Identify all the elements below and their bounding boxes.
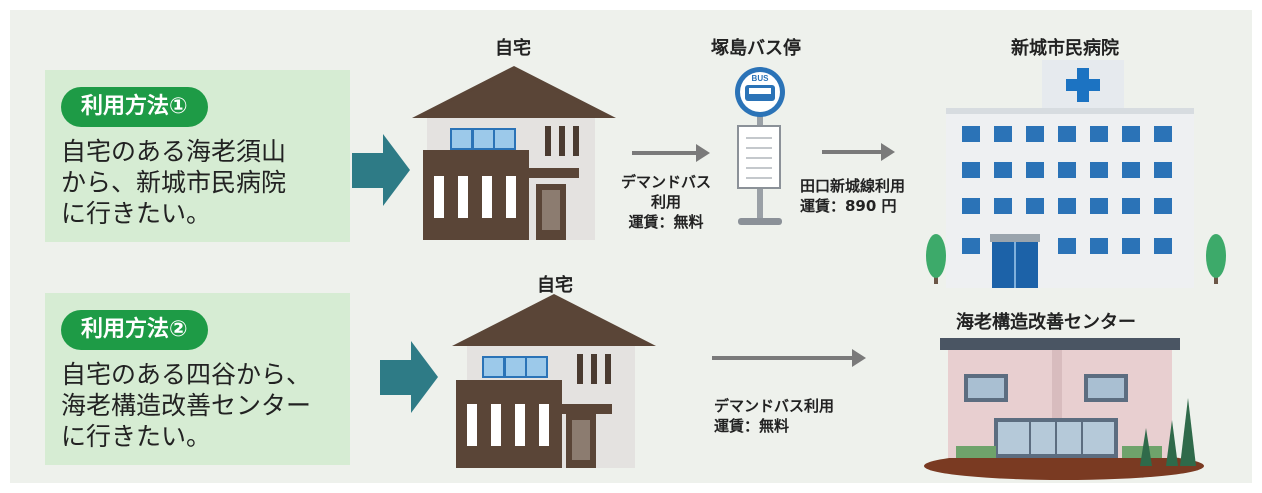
house-icon (452, 294, 656, 468)
home-label-2: 自宅 (537, 275, 573, 296)
community-center-icon (924, 338, 1204, 480)
arrow-right-icon (380, 341, 438, 413)
hospital-icon (946, 60, 1194, 288)
leg-3-line-2: 運賃：無料 (714, 417, 790, 435)
leg-3-line-1: デマンドバス利用 (714, 397, 835, 415)
home-label-1: 自宅 (495, 38, 531, 59)
tree-icon (926, 234, 946, 284)
leg-1-line-1: デマンドバス (620, 173, 711, 191)
bus-stop-icon: BUS (735, 67, 785, 225)
tree-icon (1206, 234, 1226, 284)
leg-3-label: デマンドバス利用 運賃：無料 (714, 396, 834, 436)
tree-icon (1166, 420, 1178, 466)
leg-2-line-2: 運賃：890 円 (800, 197, 897, 215)
leg-1-line-2: 利用 (650, 193, 681, 211)
tree-icon (1140, 428, 1152, 466)
scenario-2-line-3: に行きたい。 (61, 422, 212, 451)
arrow-right-icon (712, 349, 866, 367)
leg-2-label: 田口新城線利用 運賃：890 円 (800, 176, 905, 216)
arrow-right-icon (822, 143, 895, 161)
bus-sign-text: BUS (752, 74, 770, 83)
scenario-1-badge: 利用方法① (61, 87, 208, 127)
hospital-label: 新城市民病院 (1011, 38, 1119, 59)
scenario-1-description: 自宅のある海老須山 から、新城市民病院 に行きたい。 (61, 136, 286, 229)
bus-stop-label: 塚島バス停 (711, 38, 801, 59)
community-center-label: 海老構造改善センター (956, 312, 1136, 333)
leg-2-line-1: 田口新城線利用 (800, 177, 906, 195)
scenario-2-badge: 利用方法② (61, 310, 208, 350)
leg-1-label: デマンドバス 利用 運賃：無料 (606, 172, 726, 232)
scenario-1-box: 利用方法① 自宅のある海老須山 から、新城市民病院 に行きたい。 (45, 70, 350, 242)
arrow-right-icon (352, 134, 410, 206)
scenario-1-line-2: から、新城市民病院 (61, 168, 287, 197)
house-icon (412, 66, 616, 240)
scenario-1-line-1: 自宅のある海老須山 (61, 137, 287, 166)
leg-1-line-3: 運賃：無料 (628, 213, 704, 231)
arrow-right-icon (632, 144, 710, 162)
scenario-2-line-2: 海老構造改善センター (61, 391, 312, 420)
scenario-2-line-1: 自宅のある四谷から、 (61, 360, 312, 389)
scenario-2-description: 自宅のある四谷から、 海老構造改善センター に行きたい。 (61, 359, 311, 452)
tree-icon (1180, 398, 1196, 466)
scenario-1-line-3: に行きたい。 (61, 199, 212, 228)
scenario-2-box: 利用方法② 自宅のある四谷から、 海老構造改善センター に行きたい。 (45, 293, 350, 465)
